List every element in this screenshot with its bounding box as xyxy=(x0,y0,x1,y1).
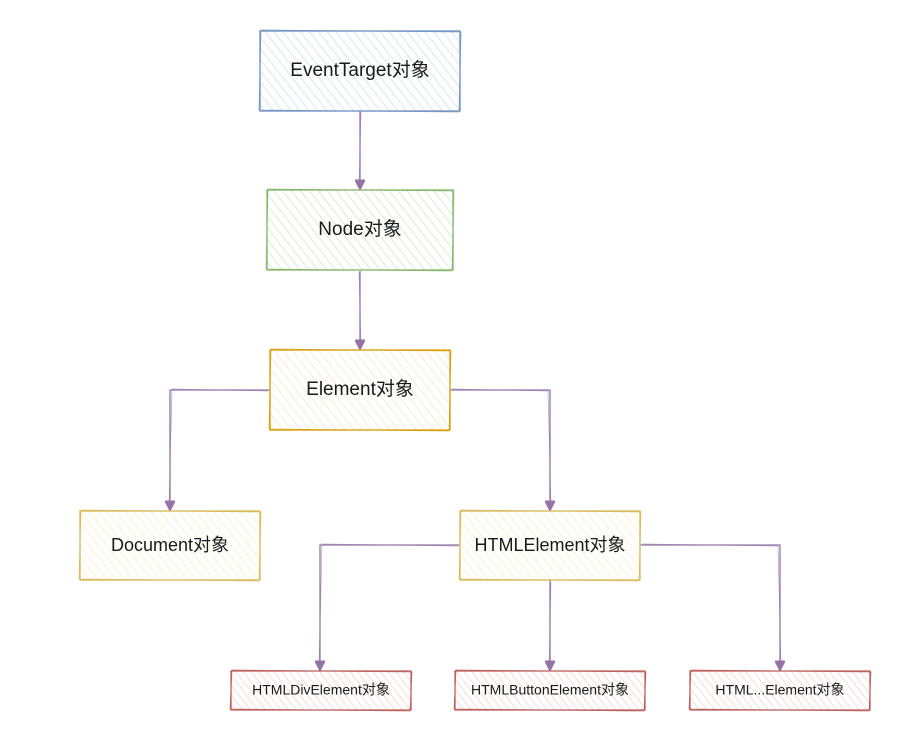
edge-htmlelement-htmldiv xyxy=(320,544,460,670)
node-htmlmore-label: HTML...Element对象 xyxy=(715,682,844,698)
edge-htmlelement-htmlmore xyxy=(640,544,780,670)
node-element[interactable]: Element对象 xyxy=(268,348,452,432)
node-htmldiv-label: HTMLDivElement对象 xyxy=(252,682,390,698)
node-node-label: Node对象 xyxy=(318,218,401,240)
node-node[interactable]: Node对象 xyxy=(265,188,455,272)
node-htmldiv[interactable]: HTMLDivElement对象 xyxy=(229,669,413,712)
node-htmlbutton[interactable]: HTMLButtonElement对象 xyxy=(453,669,647,712)
node-htmlelement[interactable]: HTMLElement对象 xyxy=(458,509,642,582)
node-eventtarget-label: EventTarget对象 xyxy=(290,59,429,81)
edge-element-document xyxy=(170,389,270,510)
node-htmlelement-label: HTMLElement对象 xyxy=(474,535,625,555)
edges xyxy=(169,111,781,670)
node-document-label: Document对象 xyxy=(111,535,229,555)
node-htmlmore[interactable]: HTML...Element对象 xyxy=(688,669,872,712)
node-document[interactable]: Document对象 xyxy=(78,509,262,582)
node-element-label: Element对象 xyxy=(306,378,414,400)
node-htmlbutton-label: HTMLButtonElement对象 xyxy=(471,682,629,698)
edge-element-htmlelement xyxy=(450,389,550,510)
node-eventtarget[interactable]: EventTarget对象 xyxy=(258,29,462,113)
